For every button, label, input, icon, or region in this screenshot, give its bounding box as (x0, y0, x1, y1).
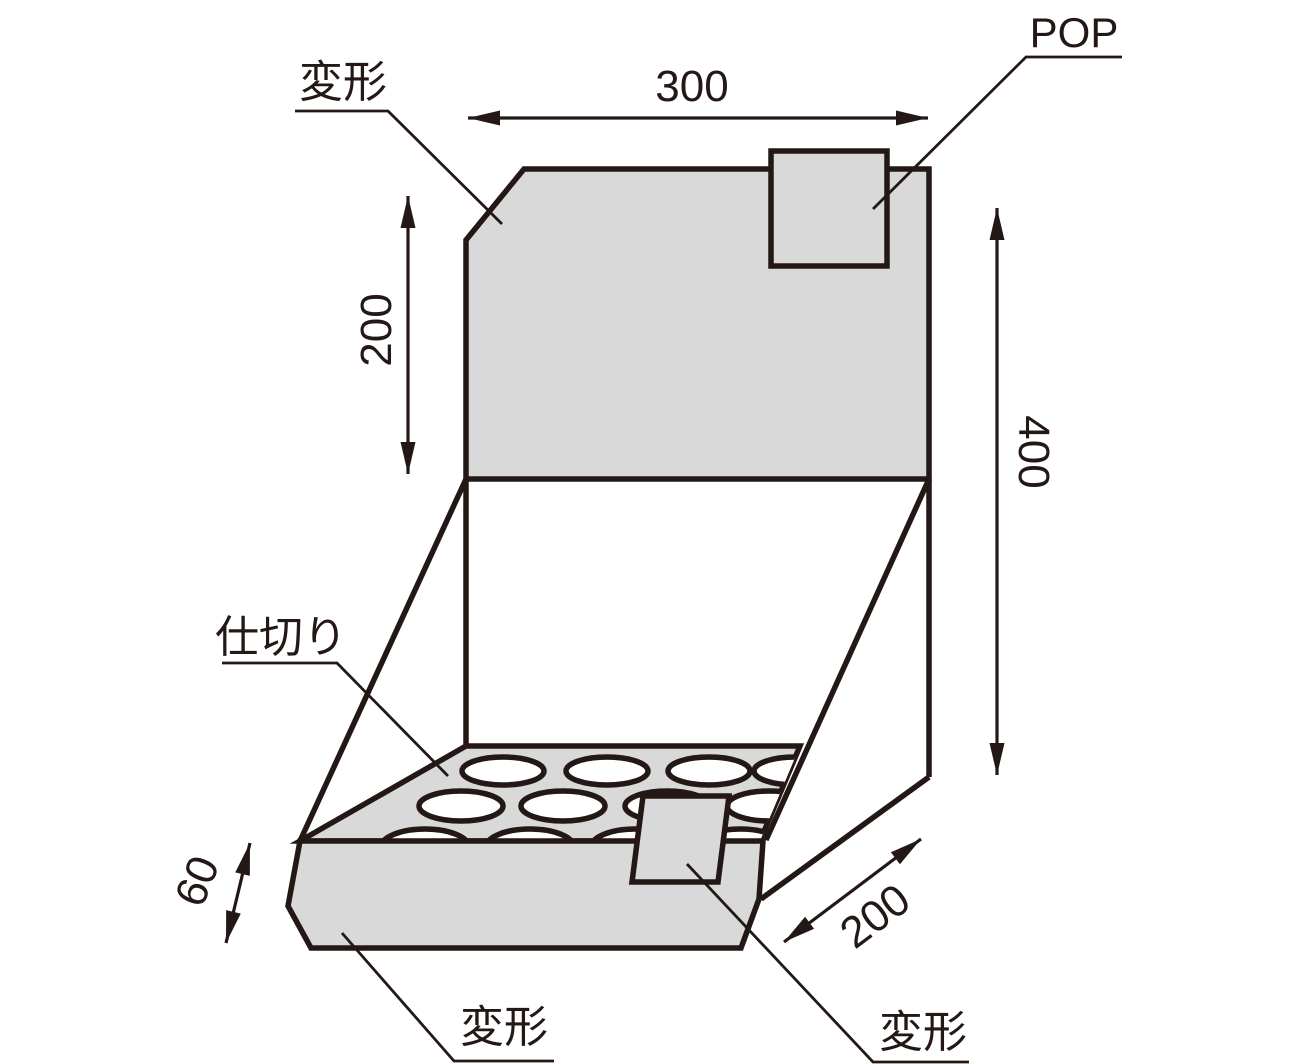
tray-holes (378, 754, 800, 841)
bottle-hole (563, 754, 651, 788)
pop-header-card (768, 148, 890, 269)
leader-partition (222, 661, 449, 777)
leader-deform-bottom-left (340, 932, 554, 1063)
leader-deform-bottom-right (685, 863, 969, 1064)
tray-front-card (628, 793, 733, 885)
dimension-arrow-depth-200 (783, 837, 922, 944)
label-deform-bottom-right: 変形 (879, 1008, 967, 1057)
display-stand-structure (285, 148, 932, 951)
dimension-label-base-60: 60 (166, 849, 230, 913)
dimension-label-height-400: 400 (1009, 415, 1058, 488)
dimension-label-depth-200: 200 (831, 875, 919, 958)
bottle-hole (724, 788, 800, 824)
leader-pop (872, 55, 1122, 210)
bottle-hole (378, 826, 472, 841)
bottle-hole (665, 754, 753, 788)
leader-lines (222, 55, 1122, 1064)
left-side-outer-edge (297, 477, 469, 843)
bottle-hole (518, 788, 608, 824)
label-deform-top-left: 変形 (299, 58, 387, 107)
bottle-hole (483, 826, 577, 841)
dimension-label-width-300: 300 (655, 62, 728, 111)
dimension-arrow-base-60 (224, 842, 252, 944)
bottle-hole (416, 788, 506, 824)
leader-deform-top-left (295, 109, 503, 225)
dimension-arrows (224, 110, 1005, 944)
label-deform-bottom-left: 変形 (460, 1003, 548, 1052)
right-side-inner-edge (763, 477, 932, 842)
label-pop: POP (1030, 9, 1119, 56)
bottle-hole (459, 754, 547, 788)
label-partition: 仕切り (215, 613, 347, 662)
dimension-label-height-200: 200 (352, 293, 401, 366)
product-tray (289, 743, 805, 844)
